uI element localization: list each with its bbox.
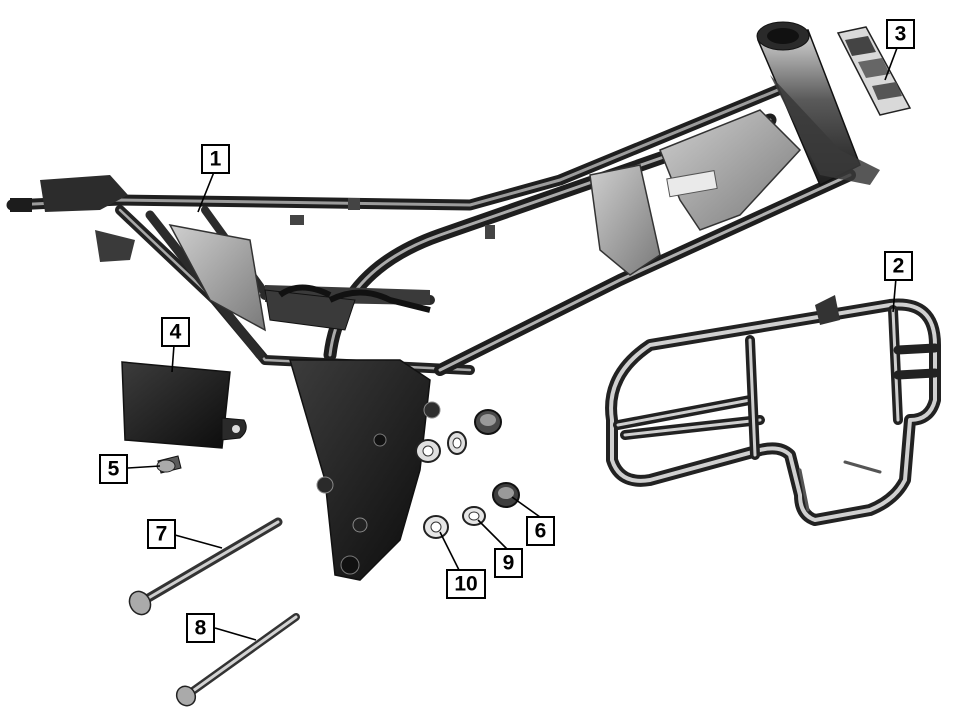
callout-2-label: 2 [893,255,905,278]
frame [6,21,880,581]
side-plate [121,361,247,449]
leader-lines [127,47,898,641]
callout-7-label: 7 [156,523,168,546]
callout-10-label: 10 [454,573,477,596]
callout-5: 5 [99,454,128,484]
callout-1: 1 [201,144,230,174]
callout-5-label: 5 [108,458,120,481]
callout-3-label: 3 [895,23,907,46]
small-bolt [156,455,182,474]
crash-guard [605,295,941,526]
long-bolt-7 [128,517,283,616]
callout-6-label: 6 [535,520,547,543]
callout-4-label: 4 [170,321,182,344]
callout-4: 4 [161,317,190,347]
washers-and-nuts [415,409,520,539]
callout-7: 7 [147,519,176,549]
callout-1-label: 1 [210,148,222,171]
callout-10: 10 [446,569,486,599]
id-plate [836,26,912,116]
callout-9: 9 [494,548,523,578]
callout-3: 3 [886,19,915,49]
callout-9-label: 9 [503,552,515,575]
callout-8: 8 [186,613,215,643]
callout-2: 2 [884,251,913,281]
long-bolt-8 [175,613,300,707]
callout-6: 6 [526,516,555,546]
callout-8-label: 8 [195,617,207,640]
